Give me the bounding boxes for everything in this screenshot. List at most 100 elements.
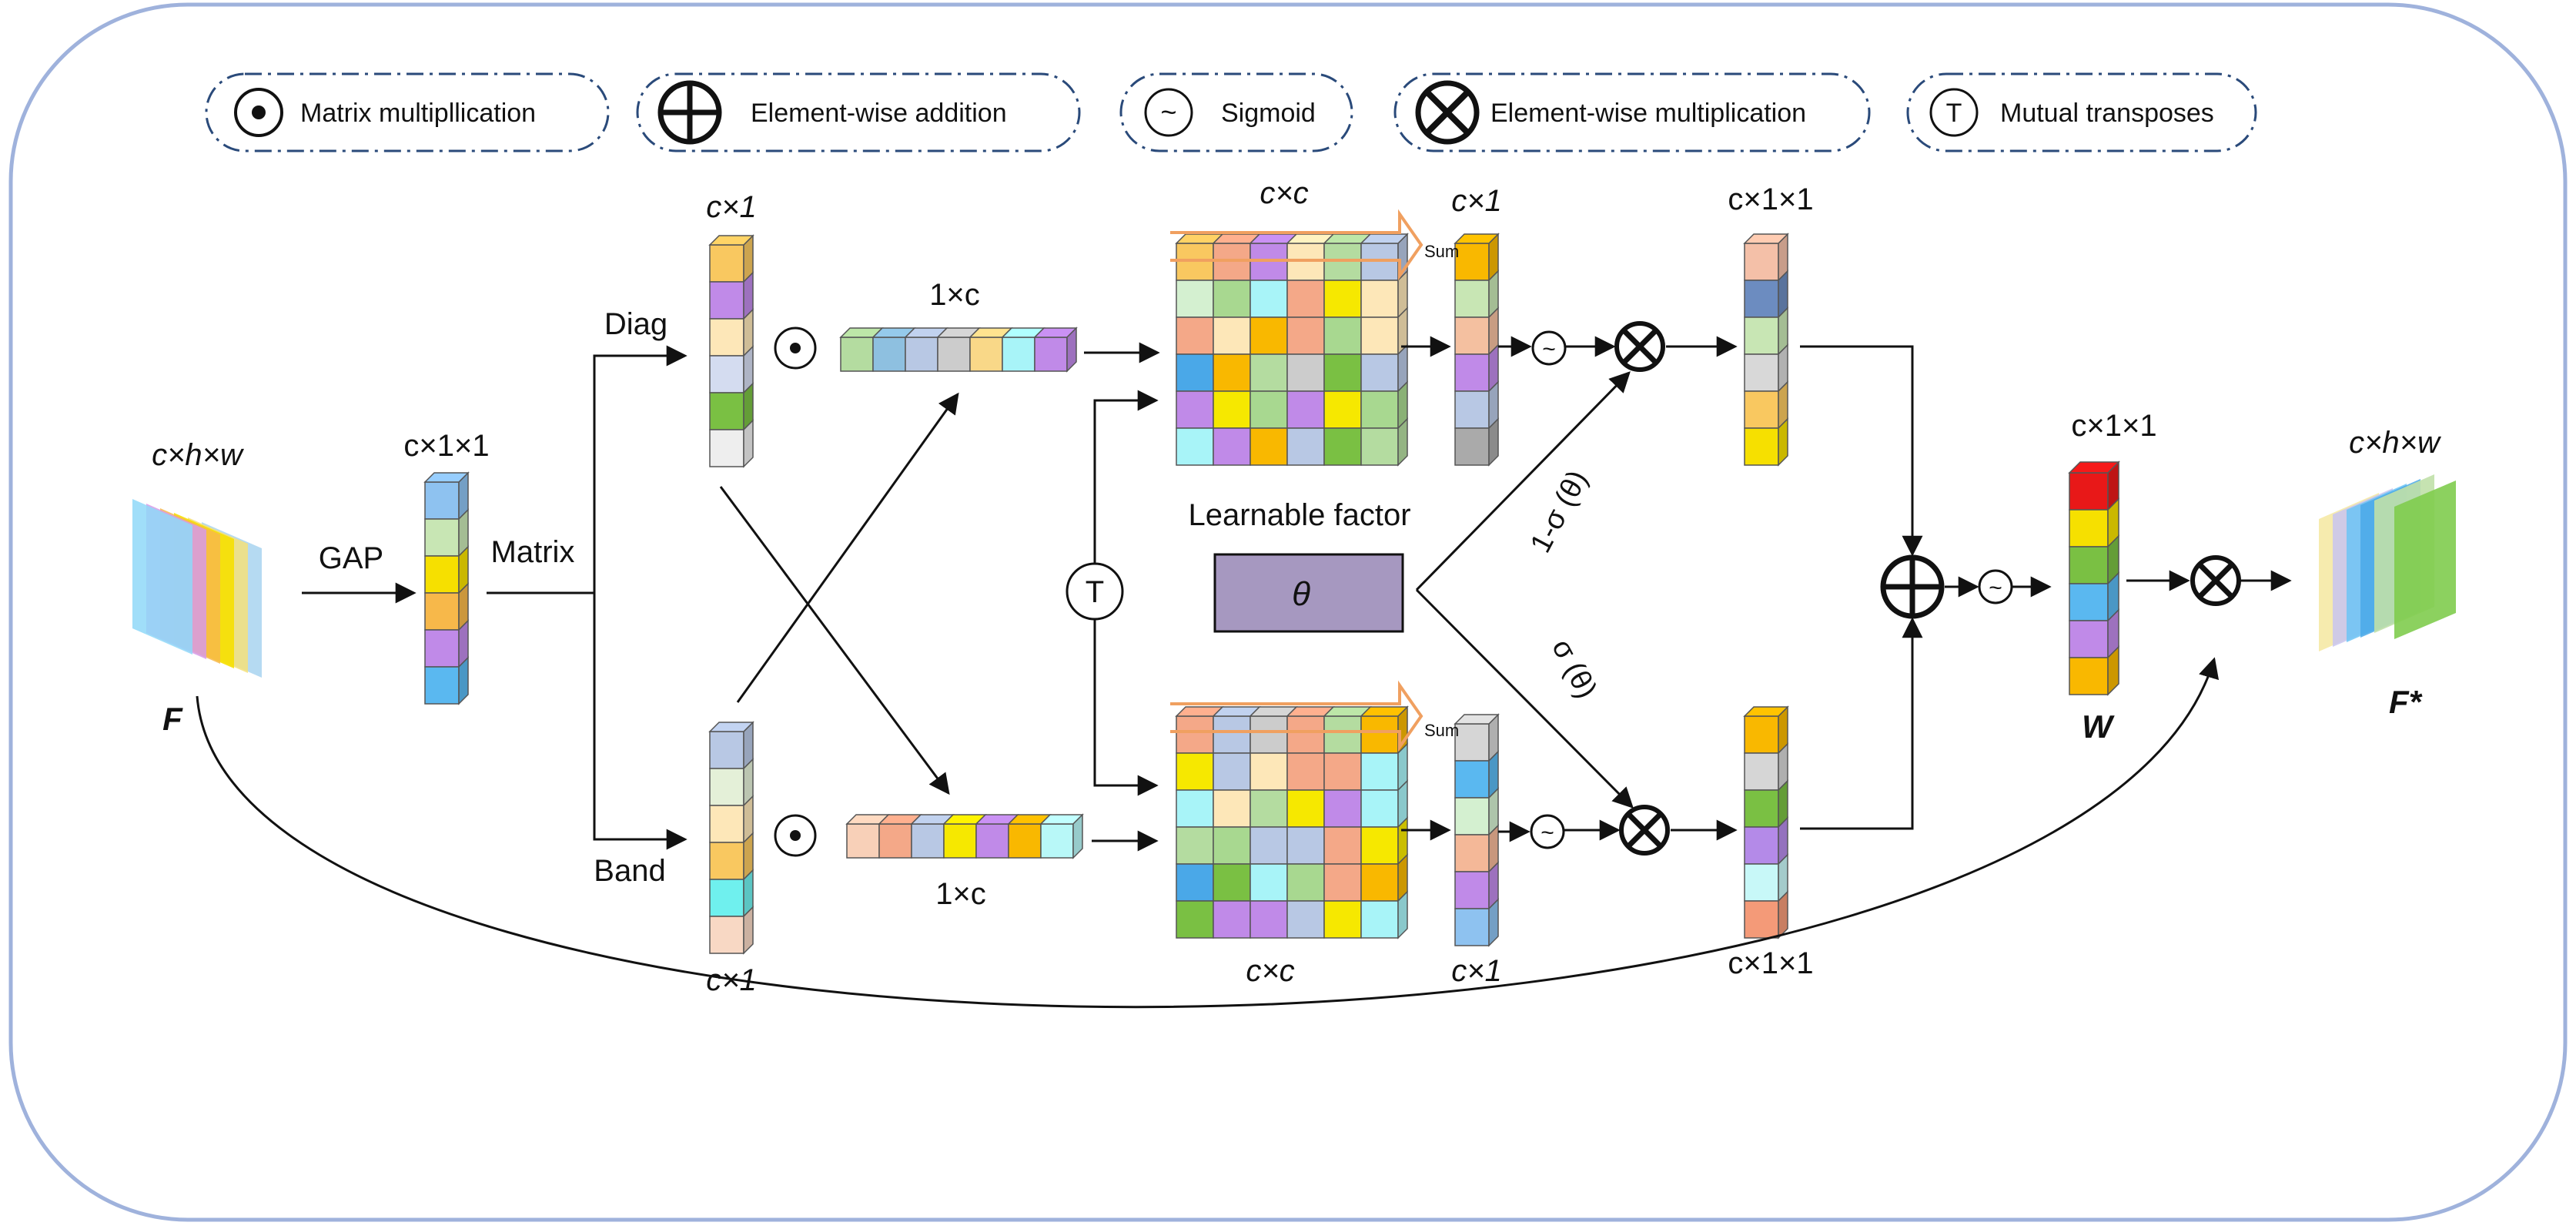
matrix-top-cell <box>1250 390 1288 429</box>
transpose-icon-glyph: T <box>1946 99 1962 128</box>
arrow-band-to-diag-row <box>736 392 959 703</box>
matrix-bottom-top <box>1360 706 1409 717</box>
row-vector-bottom-side <box>1072 813 1083 859</box>
sigmoid-final-glyph: ~ <box>1989 575 2002 601</box>
row-vector-top-cell <box>905 337 938 372</box>
gap-label: GAP <box>319 541 383 575</box>
theta-box <box>1213 553 1404 633</box>
learnable-factor-label: Learnable factor <box>1188 498 1410 532</box>
matrix-top-cell <box>1286 280 1325 318</box>
matrix-top-cell <box>1323 390 1362 429</box>
legend-label-matrix-mult: Matrix multipllication <box>300 99 536 128</box>
matrix-top-cell <box>1176 316 1214 355</box>
matrix-bottom-cell <box>1176 826 1214 865</box>
matrix-top-cell <box>1360 280 1399 318</box>
row-vector-top-cell <box>840 337 874 372</box>
arrow-matrix-to-band <box>593 593 687 850</box>
sum-vector-bottom-cell <box>1454 834 1490 872</box>
matrix-top-cell <box>1176 353 1214 392</box>
matrix-top-cell <box>1323 427 1362 466</box>
diag-vector-cell <box>709 429 744 467</box>
arrow-weighted-bottom-to-add <box>1800 617 1923 830</box>
gap-vector-top <box>423 472 470 483</box>
gap-vector-cell <box>424 481 460 520</box>
weighted-dims-top-label: c×1×1 <box>1728 183 1813 216</box>
mult-final-icon <box>2190 555 2241 606</box>
matrix-bottom-cell <box>1323 900 1362 939</box>
sum-vector-top-cell <box>1454 316 1490 355</box>
band-vector-cell <box>709 768 744 806</box>
matrix-bottom-cell <box>1176 715 1214 754</box>
sum-label-bottom: Sum <box>1424 721 1459 740</box>
legend-label-element-mult: Element-wise multiplication <box>1490 99 1806 128</box>
matrix-bottom-cell <box>1323 826 1362 865</box>
sum-vector-bottom-cell <box>1454 760 1490 799</box>
weighted-vector-bottom-cell <box>1744 752 1779 791</box>
diag-vector-dims-label: c×1 <box>706 190 757 224</box>
row-vector-bottom-cell <box>878 823 912 859</box>
matrix-top-cell <box>1360 390 1399 429</box>
matrix-top-top <box>1360 233 1409 244</box>
diag-vector-side <box>743 419 754 468</box>
row-vector-bottom-cell <box>943 823 977 859</box>
matrix-bottom-cell <box>1323 715 1362 754</box>
dot-icon-center <box>252 105 266 119</box>
gap-vector-cell <box>424 555 460 594</box>
matrix-bottom-cell <box>1213 826 1251 865</box>
matrix-bottom-cell <box>1213 900 1251 939</box>
matrix-top-cell <box>1250 316 1288 355</box>
weighted-vector-bottom-cell <box>1744 715 1779 754</box>
row-vector-top-cell <box>969 337 1003 372</box>
weighted-vector-bottom-cell <box>1744 863 1779 902</box>
matrix-bottom-cell <box>1286 789 1325 828</box>
gap-vector-cell <box>424 592 460 631</box>
weighted-dims-bottom-label: c×1×1 <box>1728 946 1813 980</box>
matrix-bottom-cell <box>1176 863 1214 902</box>
matrix-top-cell <box>1323 316 1362 355</box>
weight-vector-cell <box>2069 546 2109 584</box>
matrix-bottom-cell <box>1360 826 1399 865</box>
weight-vector-cell <box>2069 472 2109 511</box>
matmul-bottom-icon-dot <box>790 830 801 841</box>
matrix-bottom-cell <box>1323 789 1362 828</box>
sum-vector-top-top <box>1454 233 1500 244</box>
legend-box-matrix-mult <box>205 72 610 152</box>
sum-vector-top-cell <box>1454 427 1490 466</box>
arrow-transpose-down <box>1093 619 1159 796</box>
arrow-matrix-to-diag <box>593 345 687 593</box>
diag-vector-cell <box>709 392 744 430</box>
sum-vector-bottom-top <box>1454 714 1500 725</box>
sum-label-top: Sum <box>1424 242 1459 261</box>
input-name-label: F <box>162 701 183 737</box>
matrix-top-cell <box>1176 390 1214 429</box>
matrix-top-cell <box>1250 427 1288 466</box>
weighted-vector-top-side <box>1778 417 1788 467</box>
sigma-label: σ (θ) <box>1545 634 1603 704</box>
matrix-top-cell <box>1360 353 1399 392</box>
matrix-bottom-cell <box>1360 863 1399 902</box>
mult-bottom-icon <box>1619 805 1670 856</box>
gap-vector-cell <box>424 518 460 557</box>
input-feature-stack <box>132 499 262 678</box>
matrix-bottom-cell <box>1286 900 1325 939</box>
matmul-top-icon-dot <box>790 343 801 353</box>
matrix-top-cell <box>1323 280 1362 318</box>
matrix-bottom-cell <box>1250 863 1288 902</box>
matrix-top-cell <box>1250 353 1288 392</box>
input-dims-label: c×h×w <box>152 438 245 472</box>
weighted-vector-bottom-cell <box>1744 826 1779 865</box>
row-vector-bottom-cell <box>1040 823 1074 859</box>
sum-vector-bottom-cell <box>1454 797 1490 836</box>
matrix-bottom-cell <box>1323 863 1362 902</box>
sum-vector-top-cell <box>1454 390 1490 429</box>
row-vector-top-side <box>1066 327 1077 373</box>
matrix-bottom-cell <box>1213 752 1251 791</box>
transpose-icon <box>1929 88 1979 137</box>
sigmoid-top-icon <box>1531 330 1567 366</box>
weighted-vector-top-cell <box>1744 353 1779 392</box>
diag-vector-top <box>708 235 754 246</box>
matrix-bottom-cell <box>1213 863 1251 902</box>
weight-vector-cell <box>2069 509 2109 548</box>
matrix-top-cell <box>1213 353 1251 392</box>
matrix-bottom-cell <box>1360 789 1399 828</box>
